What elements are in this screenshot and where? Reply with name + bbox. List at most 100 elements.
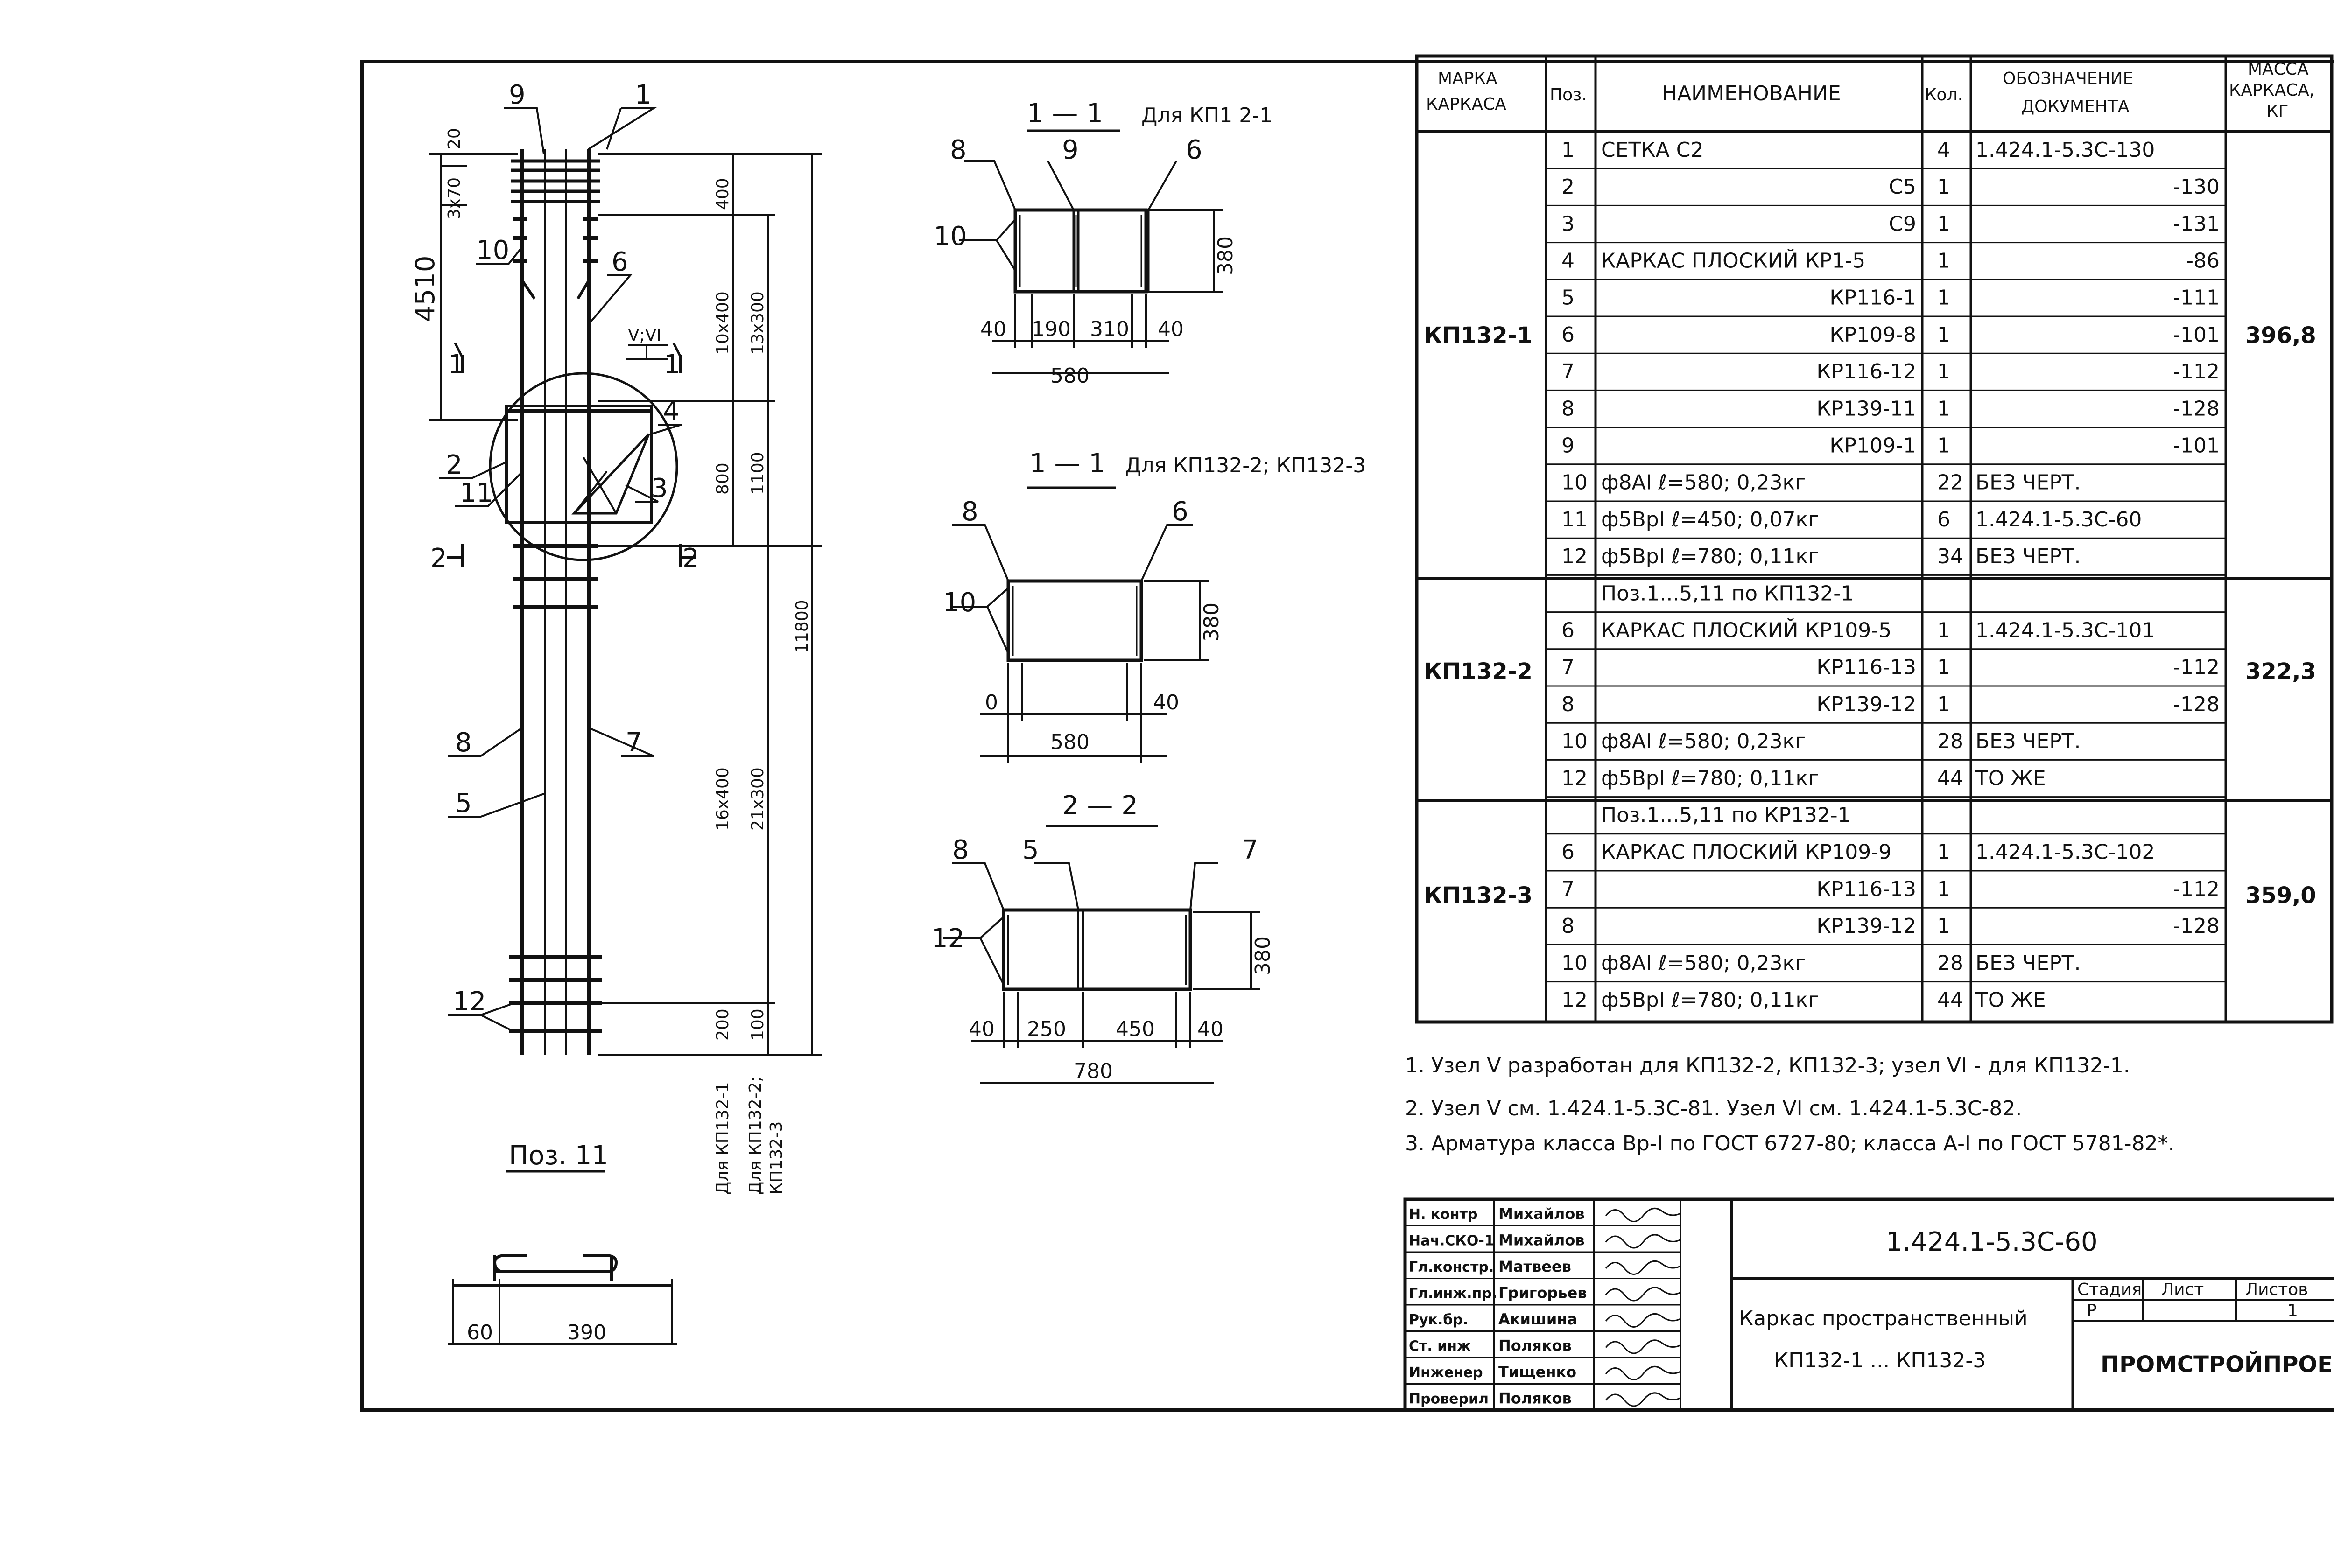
signer-role: Гл.констр. xyxy=(1409,1259,1494,1275)
header-qty: Кол. xyxy=(1925,85,1963,105)
signer-name: Григорьев xyxy=(1498,1284,1587,1302)
spec-qty-cell: 1 xyxy=(1937,656,1950,679)
spec-doc-cell: -112 xyxy=(2173,877,2220,901)
spec-pos-cell: 7 xyxy=(1561,656,1575,679)
header-mass-3: КГ xyxy=(2266,102,2289,121)
for-kp132-3: КП132-3 xyxy=(767,1121,786,1195)
for-kp132-1: Для КП132-1 xyxy=(713,1082,732,1195)
spec-pos-cell: 2 xyxy=(1561,175,1575,199)
callout-10: 10 xyxy=(476,235,509,266)
stage-header: Стадия xyxy=(2077,1280,2142,1299)
spec-doc-cell: -128 xyxy=(2173,914,2220,938)
callout-9: 9 xyxy=(509,80,526,110)
s22-d40b: 40 xyxy=(1197,1017,1223,1041)
spec-doc-cell: 1.424.1-5.3С-101 xyxy=(1975,618,2155,642)
organization: ПРОМСТРОЙПРОЕКТ xyxy=(2101,1351,2334,1378)
spec-name-cell: ф5ВрI ℓ=450; 0,07кг xyxy=(1601,508,1819,532)
spec-pos-cell: 6 xyxy=(1561,618,1575,642)
signer-role: Н. контр xyxy=(1409,1206,1478,1223)
spec-name-cell: КР109-8 xyxy=(1829,323,1916,347)
dim-20: 20 xyxy=(445,128,464,149)
s11a-d580: 580 xyxy=(1050,364,1090,388)
spec-name-cell: СЕТКА С2 xyxy=(1601,138,1703,162)
note-2: 2. Узел V см. 1.424.1-5.3С-81. Узел VI с… xyxy=(1405,1097,2022,1120)
title-line-2: КП132-1 ... КП132-3 xyxy=(1774,1349,1986,1372)
signature-mark xyxy=(1605,1339,1681,1354)
sheet-frame xyxy=(360,60,2334,1412)
dim-1100: 1100 xyxy=(748,452,767,495)
s11b-d0: 0 xyxy=(985,691,998,714)
cut-1-left-label: 1 xyxy=(448,350,465,380)
dim-100: 100 xyxy=(748,1008,767,1041)
spec-name-cell: КР139-12 xyxy=(1816,914,1916,938)
signer-role: Ст. инж xyxy=(1409,1338,1471,1355)
spec-qty-cell: 28 xyxy=(1937,729,1963,753)
spec-qty-cell: 1 xyxy=(1937,286,1950,310)
s11a-callout-8: 8 xyxy=(950,135,967,165)
header-name: НАИМЕНОВАНИЕ xyxy=(1662,82,1841,105)
s22-callout-5: 5 xyxy=(1022,835,1039,865)
spec-doc-cell: БЕЗ ЧЕРТ. xyxy=(1975,951,2081,975)
spec-name-cell: КАРКАС ПЛОСКИЙ КР1-5 xyxy=(1601,248,1865,273)
spec-doc-cell: 1.424.1-5.3С-60 xyxy=(1975,508,2142,532)
sheets-header: Листов xyxy=(2245,1280,2308,1299)
spec-qty-cell: 34 xyxy=(1937,545,1963,568)
header-marka-2: КАРКАСА xyxy=(1426,95,1506,114)
spec-qty-cell: 44 xyxy=(1937,988,1963,1012)
s22-d450: 450 xyxy=(1116,1017,1155,1041)
s22-callout-7: 7 xyxy=(1242,835,1258,865)
s22-callout-12: 12 xyxy=(931,924,964,954)
note-1: 1. Узел V разработан для КП132-2, КП132-… xyxy=(1405,1054,2130,1078)
s11a-callout-6: 6 xyxy=(1186,135,1202,165)
spec-pos-cell: 4 xyxy=(1561,249,1575,273)
spec-name-cell: КР116-13 xyxy=(1816,656,1916,679)
dim-13x300: 13х300 xyxy=(748,291,767,355)
spec-qty-cell: 28 xyxy=(1937,951,1963,975)
signer-name: Матвеев xyxy=(1498,1258,1571,1275)
spec-name-cell: КР116-12 xyxy=(1816,360,1916,384)
group-mass-kp132-1: 396,8 xyxy=(2245,322,2316,349)
spec-qty-cell: 1 xyxy=(1937,323,1950,347)
signature-mark xyxy=(1605,1287,1681,1302)
section-1-1-kp132-1: 1 — 1 Для КП1 2-1 8 9 6 10 380 40 190 31… xyxy=(934,98,1272,388)
spec-qty-cell: 6 xyxy=(1937,508,1950,532)
signer-name: Михайлов xyxy=(1498,1205,1585,1223)
spec-pos-cell: 5 xyxy=(1561,286,1575,310)
spec-name-cell: Поз.1...5,11 по КР132-1 xyxy=(1601,803,1851,827)
signature-mark xyxy=(1605,1392,1681,1407)
spec-doc-cell: -101 xyxy=(2173,434,2220,457)
dim-16x400: 16х400 xyxy=(713,767,732,831)
s11a-h380: 380 xyxy=(1214,236,1237,275)
callout-3: 3 xyxy=(651,473,668,504)
spec-doc-cell: -128 xyxy=(2173,397,2220,420)
spec-name-cell: С5 xyxy=(1889,175,1916,199)
spec-doc-cell: БЕЗ ЧЕРТ. xyxy=(1975,545,2081,568)
section-1-1b-sub: Для КП132-2; КП132-3 xyxy=(1125,454,1366,477)
doc-code: 1.424.1-5.3С-60 xyxy=(1886,1227,2098,1257)
spec-pos-cell: 10 xyxy=(1561,729,1588,753)
spec-pos-cell: 7 xyxy=(1561,877,1575,901)
cut-2-left-label: 2 xyxy=(430,543,447,574)
spec-name-cell: ф8АI ℓ=580; 0,23кг xyxy=(1601,729,1806,753)
cut-1-right-label: 1 xyxy=(664,350,681,380)
s22-d250: 250 xyxy=(1027,1017,1066,1041)
spec-name-cell: КАРКАС ПЛОСКИЙ КР109-9 xyxy=(1601,840,1891,864)
spec-doc-cell: -86 xyxy=(2186,249,2220,273)
spec-pos-cell: 6 xyxy=(1561,840,1575,864)
spec-pos-cell: 11 xyxy=(1561,508,1588,532)
spec-qty-cell: 22 xyxy=(1937,471,1963,495)
spec-name-cell: ф8АI ℓ=580; 0,23кг xyxy=(1601,471,1806,495)
group-mass-kp132-2: 322,3 xyxy=(2245,658,2316,685)
spec-doc-cell: БЕЗ ЧЕРТ. xyxy=(1975,729,2081,753)
notes: 1. Узел V разработан для КП132-2, КП132-… xyxy=(1405,1054,2175,1155)
signer-name: Акишина xyxy=(1498,1310,1577,1328)
spec-qty-cell: 1 xyxy=(1937,360,1950,384)
dim-200: 200 xyxy=(713,1008,732,1041)
callout-12: 12 xyxy=(453,987,486,1017)
section-1-1a-title: 1 — 1 xyxy=(1027,98,1103,129)
s11b-callout-6: 6 xyxy=(1172,497,1188,527)
spec-name-cell: КР109-1 xyxy=(1829,434,1916,457)
column-elevation: 1 1 2 2 9 1 10 6 2 11 4 3 8 7 5 12 V;VI … xyxy=(410,80,822,1195)
s11a-d40b: 40 xyxy=(1158,317,1184,341)
s11b-d40: 40 xyxy=(1153,691,1179,714)
